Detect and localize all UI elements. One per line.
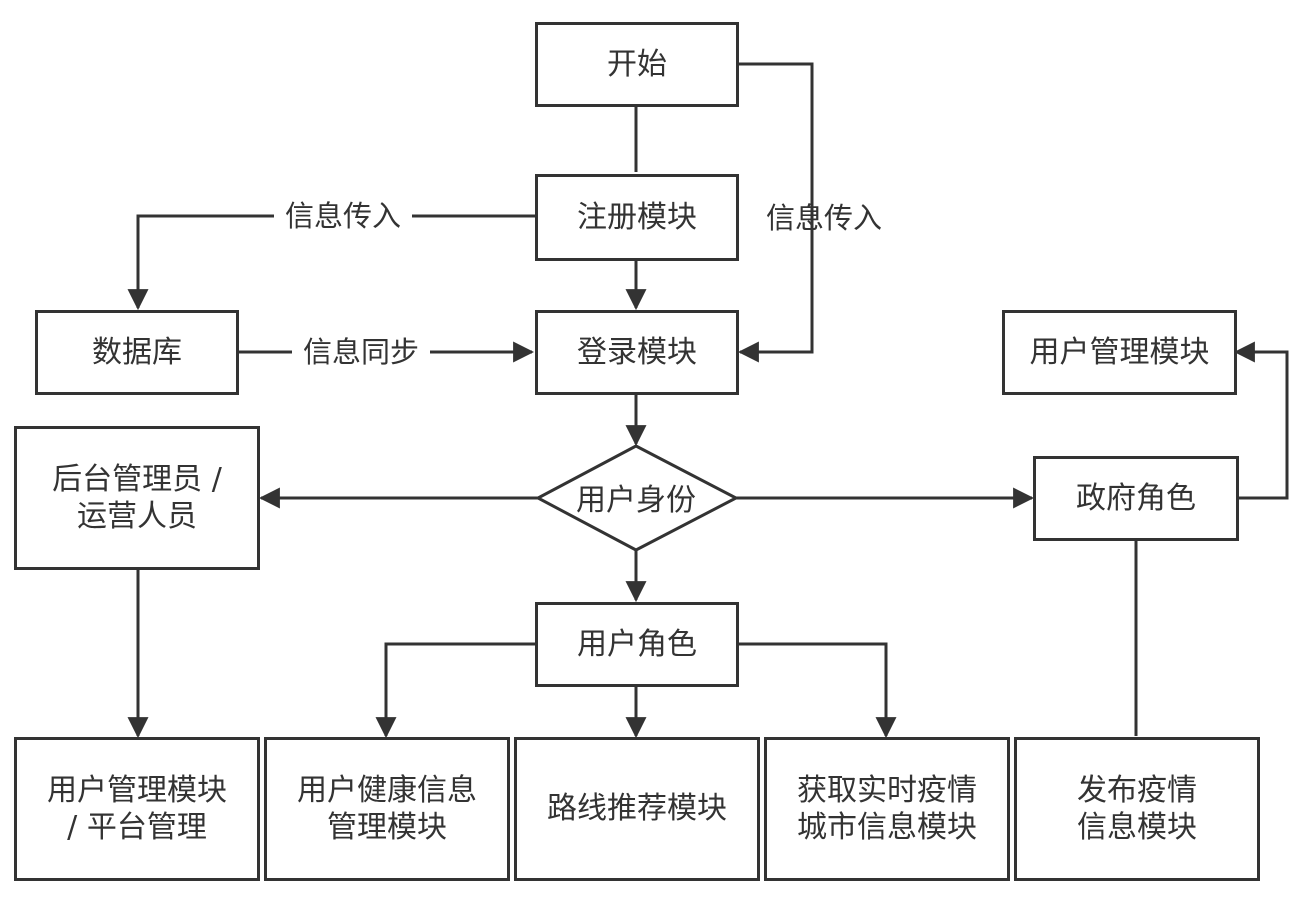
user-role-node: 用户角色	[535, 602, 739, 687]
epidemic-info-line1: 获取实时疫情	[797, 772, 977, 808]
admin-user-management-node: 用户管理模块 / 平台管理	[14, 737, 260, 881]
publish-epidemic-line1: 发布疫情	[1077, 772, 1197, 808]
epidemic-info-line2: 城市信息模块	[797, 810, 977, 845]
edge-gov-usermgmt	[1233, 341, 1289, 500]
admin-operator-node: 后台管理员 / 运营人员	[14, 426, 260, 570]
publish-epidemic-line2: 信息模块	[1077, 810, 1197, 845]
user-identity-diamond	[534, 444, 740, 552]
edge-start-login	[737, 62, 814, 363]
publish-epidemic-node: 发布疫情 信息模块	[1014, 737, 1260, 881]
start-node: 开始	[535, 22, 739, 107]
gov-user-management-node: 用户管理模块	[1002, 310, 1237, 395]
admin-user-management-line2: / 平台管理	[67, 810, 207, 845]
health-info-line2: 管理模块	[327, 810, 447, 845]
health-info-node: 用户健康信息 管理模块	[264, 737, 510, 881]
edge-userrole-epidemic	[738, 642, 897, 739]
login-module-node: 登录模块	[535, 310, 739, 395]
admin-operator-line1: 后台管理员 /	[52, 461, 222, 497]
edge-label-register-database: 信息传入	[274, 196, 412, 236]
register-module-node: 注册模块	[535, 174, 739, 261]
epidemic-info-node: 获取实时疫情 城市信息模块	[764, 737, 1010, 881]
database-node: 数据库	[35, 310, 239, 395]
route-recommendation-node: 路线推荐模块	[514, 737, 760, 881]
edge-label-start-login: 信息传入	[765, 200, 882, 235]
admin-operator-line2: 运营人员	[77, 499, 197, 534]
user-identity-label: 用户身份	[576, 483, 696, 518]
edge-userrole-health	[375, 642, 536, 739]
government-role-node: 政府角色	[1033, 456, 1239, 541]
edge-label-database-login: 信息同步	[292, 332, 430, 372]
admin-user-management-line1: 用户管理模块	[47, 772, 227, 808]
health-info-line1: 用户健康信息	[297, 772, 477, 808]
